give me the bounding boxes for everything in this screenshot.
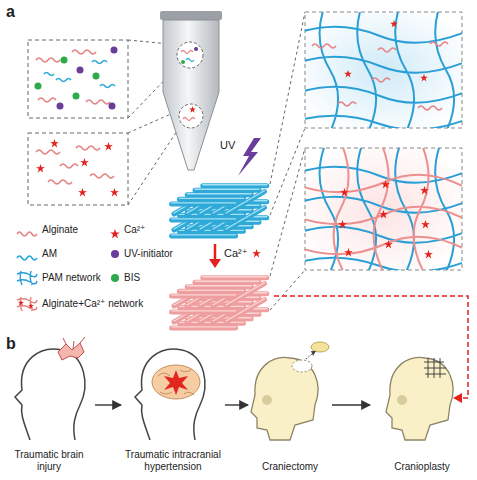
legend-symbol [16,270,38,286]
alginate-box [28,133,128,205]
printing-tube [160,11,222,170]
leader-lines [128,12,305,310]
uv-label: UV [220,139,235,152]
step-caption: Craniectomy [262,461,318,473]
flow-arrow [332,404,370,405]
legend-text: UV-initiator [124,248,173,260]
legend-sample [16,270,38,286]
panel-letter: a [6,2,15,21]
double-network-panel [300,145,470,280]
legend-symbol [16,296,38,312]
legend-text: PAM network [42,272,101,284]
legend-sample [110,225,120,235]
legend-sample [16,296,38,312]
legend-text: Alginate+Ca²⁺ network [42,298,143,310]
hypertension-head [135,349,205,440]
ion-arrow [209,244,261,268]
step-node: Cranioplasty [372,335,472,475]
flow-arrow [95,404,121,405]
legend-sample [16,225,38,235]
flow-arrow [225,404,248,405]
legend-text: Alginate [42,224,78,236]
step-node: Traumatic intracranial hypertension [123,335,223,475]
step-caption: Traumatic brain injury [5,449,93,472]
legend-swatch [111,274,119,282]
composite-scaffold [172,277,267,328]
step-caption: Cranioplasty [394,461,450,473]
cranioplasty-skull [386,357,453,440]
legend-symbol [16,253,38,263]
step-node: Traumatic brain injury [5,335,93,475]
legend-swatch [111,250,119,258]
pam-network-panel [300,5,470,140]
step-caption: Traumatic intracranial hypertension [123,449,223,472]
legend-symbol [110,229,120,239]
craniectomy-skull [251,342,329,440]
pam-scaffold [172,185,267,236]
precursor-box [28,40,128,118]
uv-bolt [238,138,261,176]
legend-text: BIS [124,272,140,284]
legend-sample [16,249,38,259]
step-node: Craniectomy [250,335,330,475]
ion-label: Ca²⁺ [224,247,248,260]
legend-symbol [16,229,38,239]
panel-letter: b [6,334,16,353]
legend-text: Ca²⁺ [124,224,145,236]
injured-head [15,337,85,440]
legend-text: AM [42,248,57,260]
